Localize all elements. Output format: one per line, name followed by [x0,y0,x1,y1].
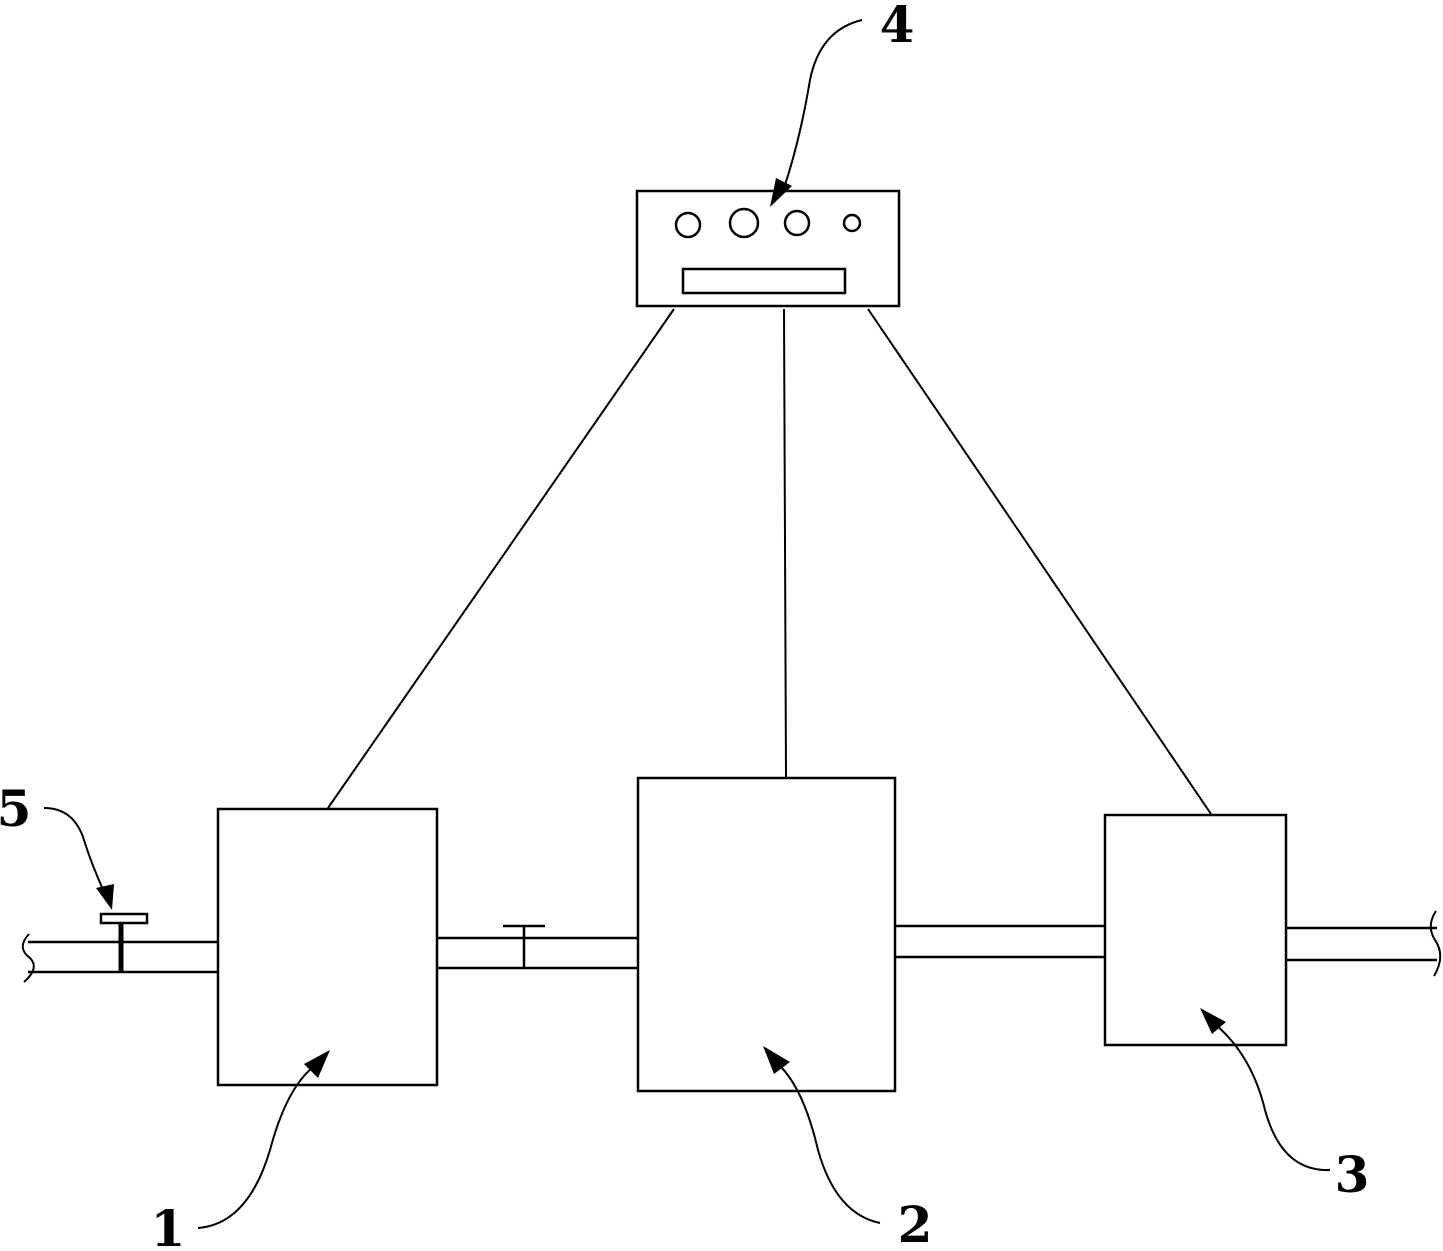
label-1: 1 [151,1199,186,1251]
leader-5 [43,807,114,910]
unit-2-box [636,776,897,1093]
signal-wire-unit-3 [867,308,1212,815]
t-fitting [503,924,545,968]
leader-2 [763,1046,881,1224]
label-2: 2 [898,1195,933,1251]
unit-1-box [216,807,439,1087]
leader-3 [1200,1008,1331,1172]
controller-box [635,189,901,308]
label-5: 5 [0,779,31,838]
leader-4 [770,19,863,207]
pipe-2-3 [895,924,1105,959]
indicator-light-2 [728,207,760,239]
valve [99,912,149,972]
indicator-light-1 [674,211,702,239]
signal-wire-unit-1 [327,308,675,809]
indicator-light-4 [842,213,862,233]
unit-3-box [1103,813,1288,1047]
label-3: 3 [1335,1145,1370,1204]
indicator-light-3 [783,209,811,237]
label-4: 4 [880,0,915,54]
display-panel [681,267,847,295]
pipe-1-2 [437,936,638,970]
outlet-pipe [1286,910,1442,977]
leader-1 [197,1050,330,1229]
signal-wire-unit-2 [783,308,787,778]
